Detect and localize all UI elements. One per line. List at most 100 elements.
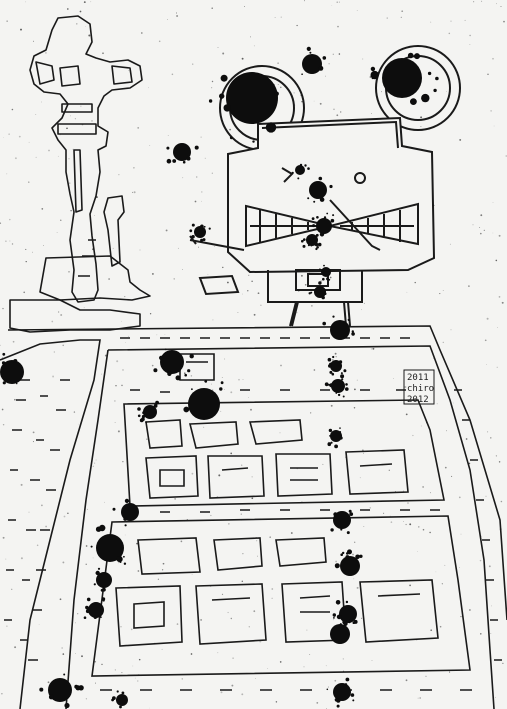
speckle [221, 377, 223, 378]
speckle [227, 611, 229, 614]
speckle [35, 114, 37, 115]
speckle [334, 679, 337, 682]
speckle [356, 379, 358, 381]
speckle [480, 232, 482, 235]
speckle [9, 218, 11, 221]
speckle [0, 222, 2, 224]
speckle [8, 133, 10, 135]
speckle [167, 19, 168, 20]
speckle [279, 661, 282, 663]
speckle [6, 20, 8, 22]
speckle [0, 344, 1, 347]
speckle [354, 388, 356, 391]
speckle [320, 280, 323, 282]
speckle [184, 372, 186, 375]
speckle [353, 578, 355, 580]
speckle [393, 378, 394, 379]
speckle [66, 127, 68, 130]
speckle [62, 653, 65, 655]
speckle [417, 551, 418, 552]
speckle [251, 476, 253, 478]
speckle [227, 281, 229, 284]
speckle [460, 615, 462, 618]
ink-splatter [83, 597, 106, 620]
speckle [309, 653, 311, 655]
speckle [101, 663, 103, 666]
speckle [430, 21, 432, 23]
speckle [498, 234, 501, 237]
speckle [80, 105, 82, 107]
speckle [42, 245, 44, 246]
speckle [483, 229, 485, 232]
speckle [176, 12, 177, 14]
speckle [490, 437, 492, 439]
speckle [6, 173, 8, 175]
speckle [108, 278, 110, 280]
robot-head [227, 116, 436, 274]
speckle [238, 378, 240, 381]
speckle [133, 191, 136, 194]
speckle [329, 276, 332, 279]
speckle [496, 366, 498, 368]
speckle [14, 157, 17, 160]
speckle [83, 1, 86, 3]
speckle [251, 280, 253, 282]
speckle [1, 692, 3, 695]
speckle [176, 15, 179, 17]
speckle [114, 422, 116, 423]
speckle [148, 87, 149, 89]
speckle [430, 629, 433, 632]
speckle [488, 565, 491, 568]
speckle [137, 127, 140, 129]
speckle [167, 135, 169, 136]
speckle [498, 461, 501, 463]
speckle [203, 426, 205, 428]
speckle [332, 53, 334, 55]
speckle [14, 398, 16, 401]
speckle [200, 619, 202, 621]
speckle [369, 507, 372, 509]
speckle [95, 682, 96, 684]
speckle [251, 497, 254, 500]
speckle [75, 653, 76, 654]
speckle [164, 334, 166, 335]
speckle [48, 149, 50, 152]
speckle [439, 625, 442, 628]
speckle [450, 20, 452, 22]
speckle [162, 562, 165, 565]
speckle [56, 232, 58, 233]
speckle [395, 490, 396, 492]
speckle [338, 1, 340, 3]
speckle [149, 313, 152, 315]
speckle [230, 617, 233, 620]
speckle [67, 512, 69, 515]
ink-splatter [324, 374, 349, 398]
speckle [32, 40, 35, 42]
speckle [359, 477, 361, 479]
speckle [465, 438, 468, 440]
speckle [138, 658, 141, 661]
speckle [361, 617, 363, 619]
speckle [5, 240, 7, 242]
speckle [232, 657, 234, 659]
speckle [328, 63, 330, 65]
speckle [171, 73, 174, 76]
speckle [409, 523, 412, 526]
speckle [505, 155, 507, 157]
speckle [85, 563, 87, 565]
right-ear [375, 45, 461, 131]
speckle [224, 358, 226, 360]
speckle [217, 652, 219, 654]
speckle [9, 240, 11, 242]
speckle [201, 191, 203, 193]
speckle [128, 69, 130, 71]
robot-body [267, 270, 363, 303]
speckle [363, 302, 365, 304]
speckle [210, 514, 212, 517]
speckle [313, 100, 315, 102]
speckle [211, 7, 213, 9]
speckle [300, 274, 303, 277]
speckle [448, 32, 451, 35]
speckle [25, 260, 27, 263]
speckle [486, 317, 489, 320]
